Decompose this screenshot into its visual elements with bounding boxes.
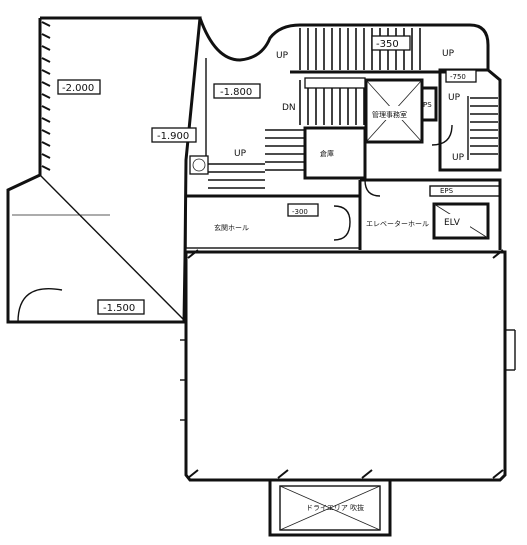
level-750-box bbox=[445, 69, 477, 83]
room-label-elevator-hall: エレベーターホール bbox=[366, 219, 429, 228]
stair-up-right-low: UP bbox=[452, 153, 465, 163]
stair-up-left: UP bbox=[234, 149, 247, 159]
small-stair bbox=[265, 129, 305, 171]
handrail-box bbox=[304, 77, 366, 89]
entrance-hall bbox=[185, 195, 361, 249]
room-label-mgmt: 管理事務室 bbox=[372, 110, 407, 119]
stair-up-right-top: UP bbox=[442, 49, 455, 59]
room-label-elv: ELV bbox=[444, 218, 461, 228]
stair-labels: UP UP UP UP UP DN bbox=[234, 49, 465, 163]
lv-300-box bbox=[287, 203, 319, 217]
right-stair-tower bbox=[431, 68, 502, 172]
level-1800-box bbox=[213, 83, 261, 99]
elv-car bbox=[432, 202, 490, 240]
room-label-bottom: ドライエリア 吹抜 bbox=[306, 503, 364, 512]
room-label-eps: EPS bbox=[440, 187, 454, 195]
level-2000-box bbox=[57, 79, 101, 95]
room-labels: 管理事務室 PS EPS ELV エレベーターホール 玄関ホール 倉庫 ドライエ… bbox=[214, 101, 461, 512]
left-plaza bbox=[6, 16, 202, 324]
room-label-small: 倉庫 bbox=[320, 149, 334, 158]
retaining-wall-hatch bbox=[41, 21, 51, 171]
stair-up-top: UP bbox=[276, 51, 289, 61]
level-labels: -2.000 -1.800 -1.900 -1.500 -350 -750 -3… bbox=[57, 35, 477, 315]
level-1500: -1.500 bbox=[103, 303, 135, 314]
room-label-entrance-hall: 玄関ホール bbox=[214, 223, 249, 232]
eps-box bbox=[429, 185, 501, 197]
ps-shaft bbox=[420, 86, 438, 122]
room-label-ps: PS bbox=[423, 101, 432, 109]
level-1500-box bbox=[97, 299, 145, 315]
level-350: -350 bbox=[376, 39, 399, 50]
stair-dn: DN bbox=[282, 103, 296, 113]
level-750: -750 bbox=[450, 73, 466, 81]
elevator-hall bbox=[358, 178, 502, 250]
level-300: -300 bbox=[292, 208, 308, 216]
small-room bbox=[265, 126, 367, 180]
level-2000: -2.000 bbox=[62, 83, 94, 94]
level-1900: -1.900 bbox=[157, 131, 189, 142]
stair-up-right-mid: UP bbox=[448, 93, 461, 103]
level-350-box bbox=[371, 35, 411, 51]
curved-step bbox=[17, 288, 63, 323]
level-1800: -1.800 bbox=[220, 87, 252, 98]
level-1900-box bbox=[151, 127, 197, 143]
main-hall bbox=[180, 249, 516, 482]
bottom-light-well bbox=[268, 478, 392, 537]
